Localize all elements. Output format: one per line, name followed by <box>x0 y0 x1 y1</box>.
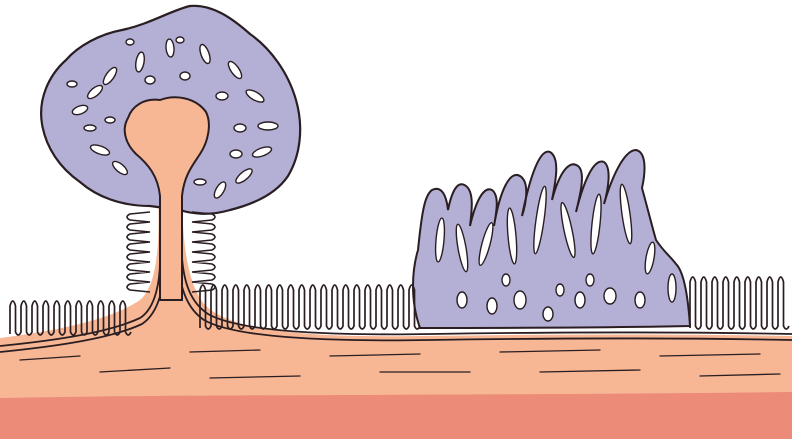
polyp-gland <box>234 124 246 132</box>
polyp-gland <box>575 292 585 308</box>
sessile-polyp <box>413 150 690 328</box>
polyp-gland <box>543 307 553 321</box>
polyp-gland <box>502 274 510 286</box>
polyp-gland <box>635 292 645 308</box>
polyp-gland <box>145 76 155 84</box>
polyp-gland <box>487 298 497 314</box>
polyp-gland <box>180 72 190 80</box>
polyp-gland <box>230 150 242 158</box>
polyp-gland <box>556 284 564 296</box>
stalk-crypt-loops <box>127 212 150 292</box>
polyp-gland <box>194 179 206 185</box>
stalk-crypt-loops <box>192 212 215 292</box>
polyp-gland <box>668 274 676 302</box>
polyp-gland <box>126 39 134 45</box>
mucosal-crypt-row <box>200 285 420 329</box>
polyp-gland <box>84 125 96 131</box>
polyp-gland <box>105 117 115 123</box>
polyp-gland <box>457 292 467 308</box>
polyp-gland <box>514 291 526 309</box>
polyp-gland <box>216 92 228 100</box>
muscularis-layer <box>0 390 792 439</box>
polyp-gland <box>67 81 77 87</box>
polyp-gland <box>258 122 278 130</box>
polyp-gland <box>176 37 184 43</box>
polyp-gland <box>586 274 594 286</box>
polyp-gland <box>604 288 616 304</box>
mucosal-crypt-row <box>690 277 789 329</box>
